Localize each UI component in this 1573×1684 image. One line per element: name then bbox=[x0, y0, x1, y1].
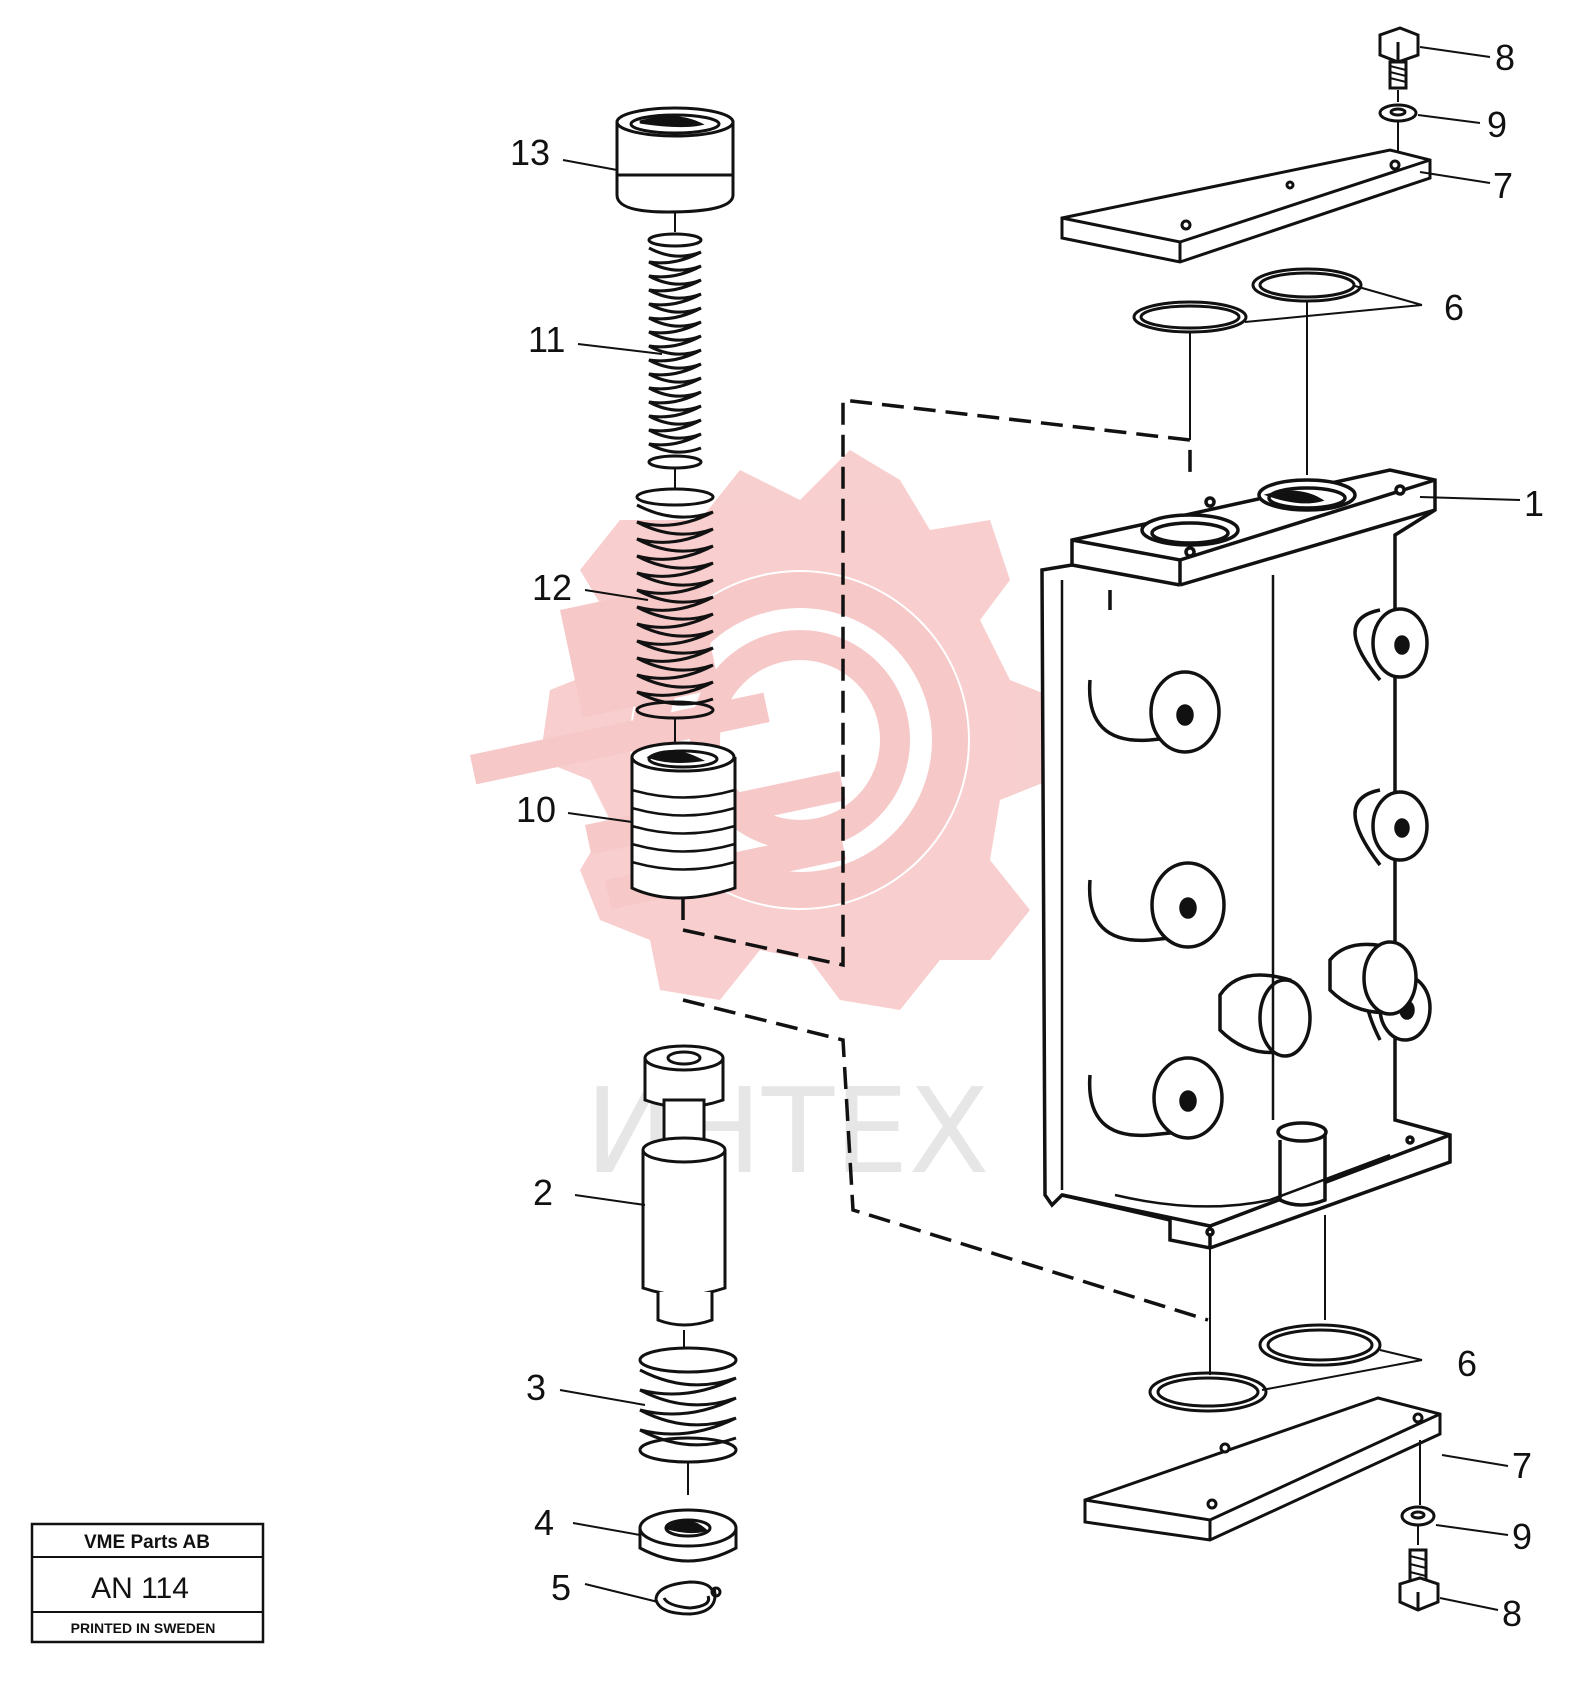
part-6-orings-top bbox=[1132, 267, 1363, 475]
watermark-gear-logo bbox=[470, 450, 1060, 1010]
part-7-plate-bottom bbox=[1083, 1396, 1442, 1542]
callout-13: 13 bbox=[510, 132, 550, 173]
callout-11: 11 bbox=[528, 319, 565, 360]
callout-5: 5 bbox=[551, 1567, 571, 1608]
title-block-company: VME Parts AB bbox=[84, 1532, 210, 1553]
callout-numbers: 13 11 12 10 2 3 4 5 8 9 7 6 1 6 7 9 8 bbox=[510, 37, 1544, 1634]
part-9-washer-top bbox=[1378, 103, 1418, 160]
leader-lines bbox=[559, 46, 1521, 1611]
title-block-footer: PRINTED IN SWEDEN bbox=[71, 1620, 216, 1636]
callout-8-top: 8 bbox=[1495, 37, 1515, 78]
callout-9-bottom: 9 bbox=[1512, 1516, 1532, 1557]
callout-10: 10 bbox=[516, 789, 556, 830]
callout-7-bottom: 7 bbox=[1512, 1445, 1532, 1486]
assembly-dashed-lines bbox=[681, 398, 1209, 1322]
callout-8-bottom: 8 bbox=[1502, 1593, 1522, 1634]
title-block: VME Parts AB AN 114 PRINTED IN SWEDEN bbox=[30, 1522, 265, 1644]
part-2-piston bbox=[641, 1044, 727, 1348]
part-4-seat bbox=[638, 1508, 738, 1563]
part-11-spring bbox=[647, 232, 703, 490]
callout-7-top: 7 bbox=[1493, 165, 1513, 206]
part-5-circlip bbox=[654, 1580, 722, 1616]
callout-6-bottom: 6 bbox=[1457, 1343, 1477, 1384]
part-12-spring bbox=[635, 487, 715, 745]
part-9-washer-bottom bbox=[1400, 1505, 1436, 1545]
callout-6-top: 6 bbox=[1444, 287, 1464, 328]
part-3-spring bbox=[638, 1346, 738, 1495]
part-7-plate-top bbox=[1060, 148, 1432, 264]
callout-12: 12 bbox=[532, 567, 572, 608]
part-1-valve-housing bbox=[1040, 468, 1452, 1250]
part-10-sleeve bbox=[630, 741, 737, 900]
part-6-orings-bottom bbox=[1148, 1215, 1382, 1413]
callout-2: 2 bbox=[533, 1172, 553, 1213]
part-13-cap bbox=[615, 106, 735, 232]
part-8-bolt-top bbox=[1378, 26, 1420, 102]
callout-4: 4 bbox=[534, 1502, 554, 1543]
callout-1: 1 bbox=[1524, 483, 1544, 524]
callout-3: 3 bbox=[526, 1367, 546, 1408]
part-8-bolt-bottom bbox=[1398, 1548, 1440, 1612]
callout-9-top: 9 bbox=[1487, 104, 1507, 145]
title-block-code: AN 114 bbox=[91, 1572, 189, 1605]
